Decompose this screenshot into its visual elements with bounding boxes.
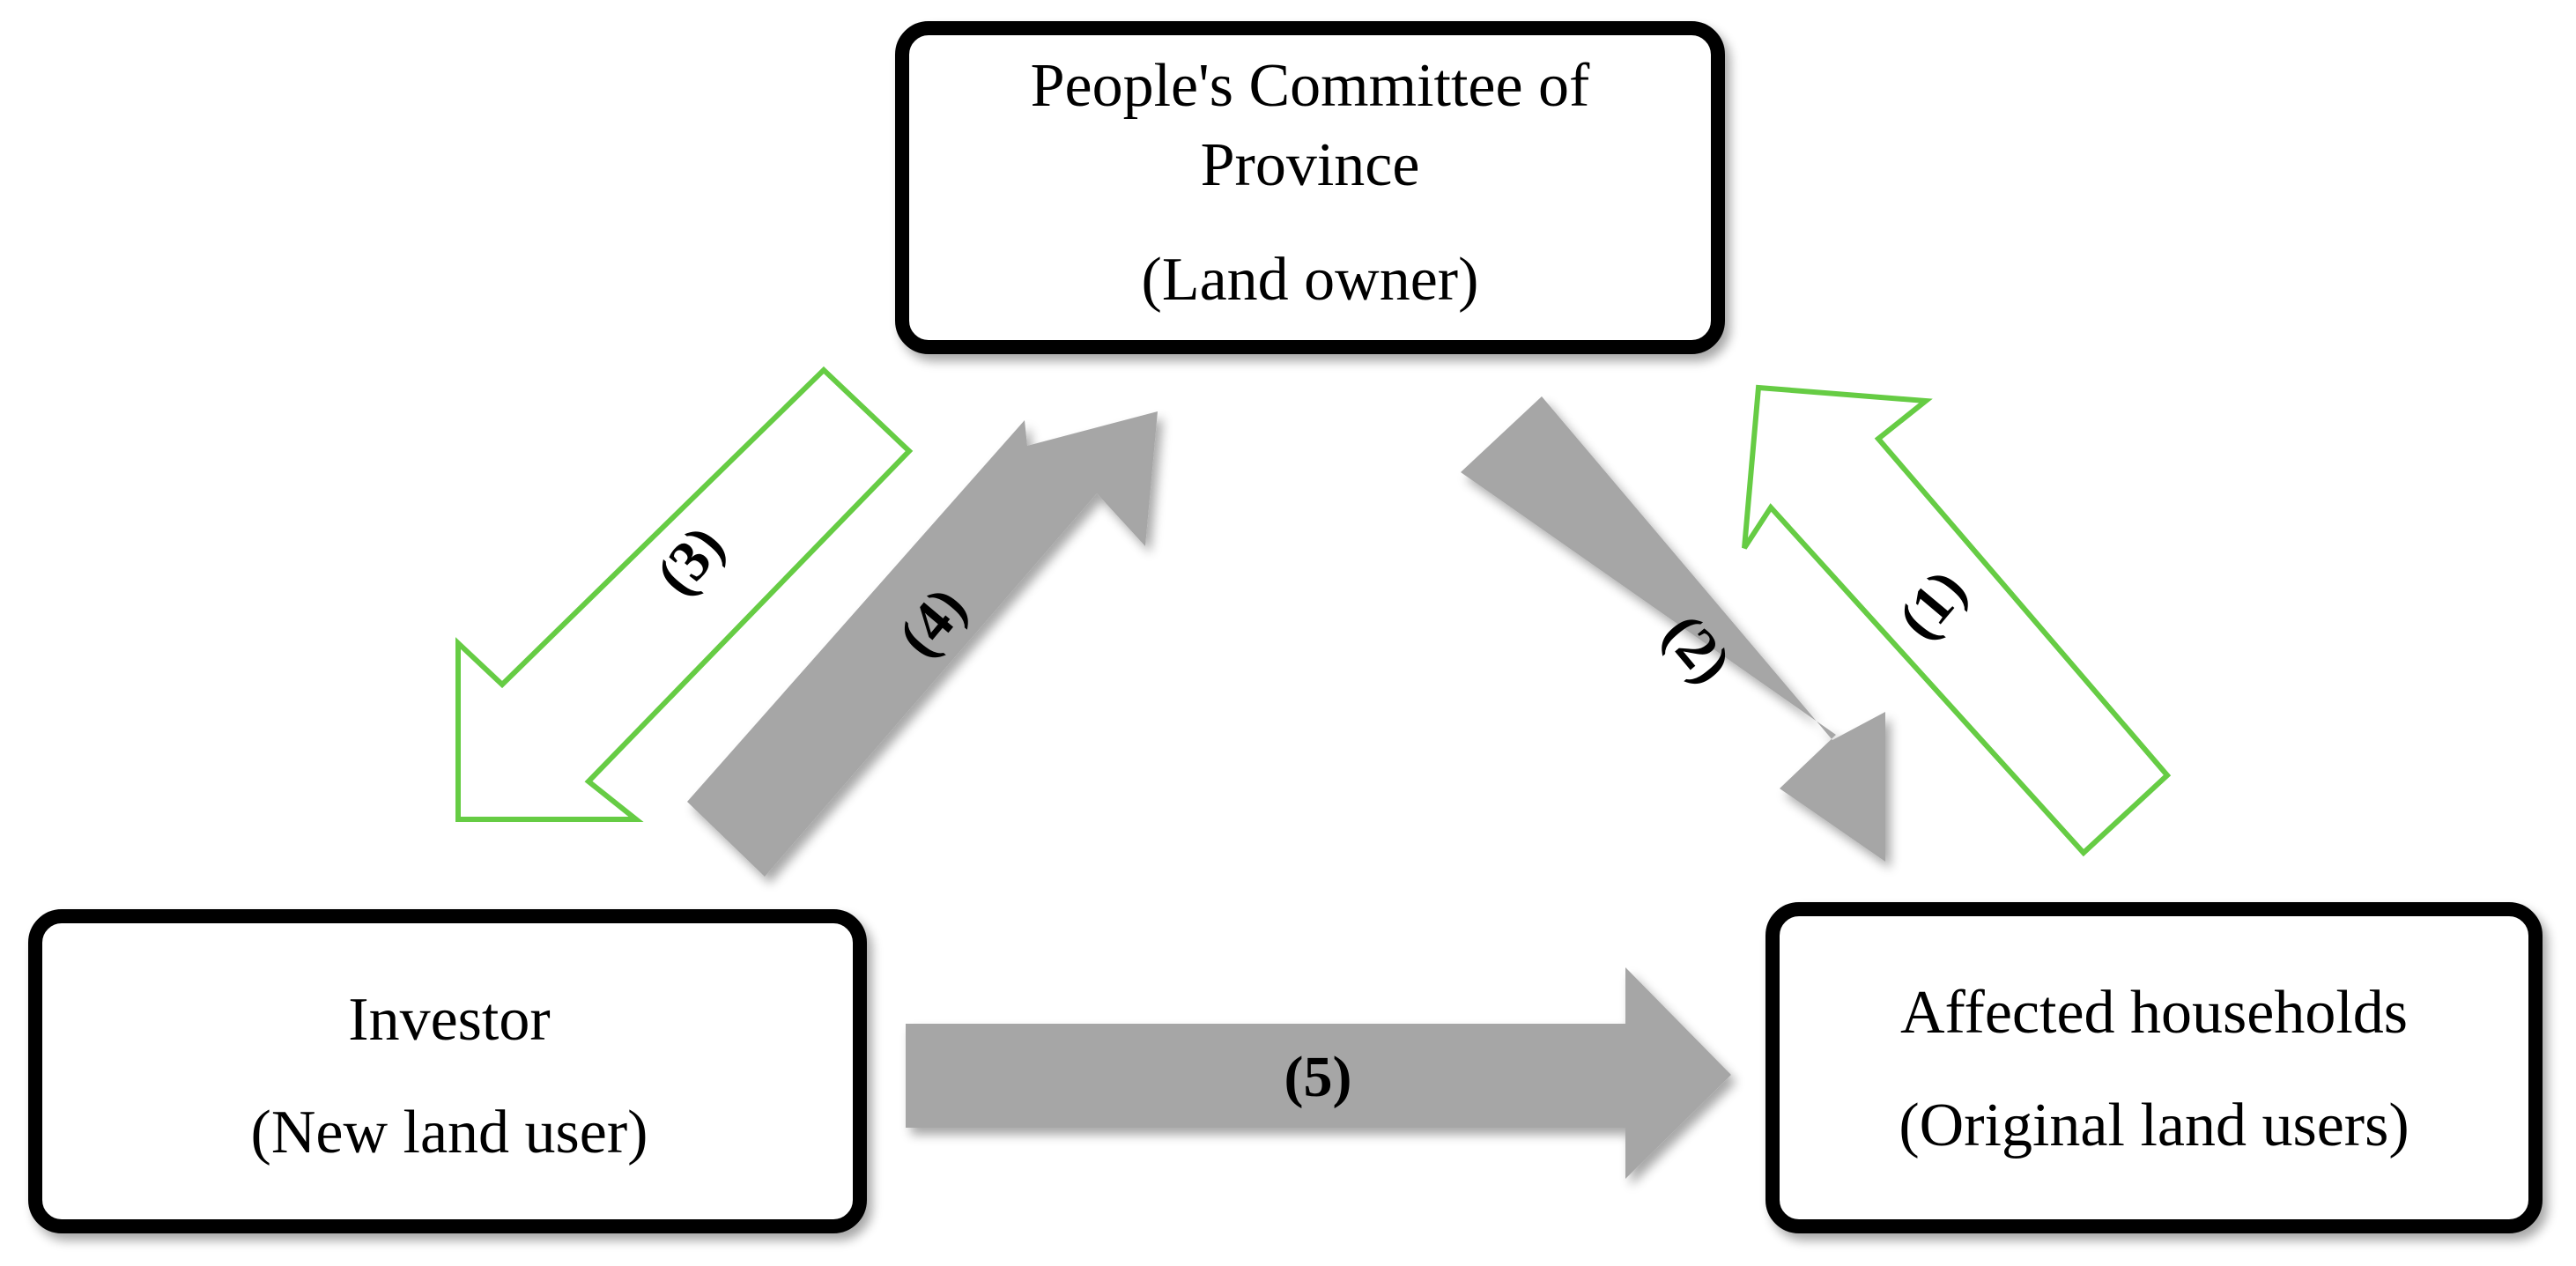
arrow-2-shape: [1461, 396, 1885, 862]
arrow-5-shape: [906, 967, 1731, 1179]
arrow-3-shape: [455, 366, 914, 822]
investor-title: Investor: [348, 986, 550, 1054]
households-role: (Original land users): [1899, 1092, 2409, 1159]
province-box: People's Committee of Province (Land own…: [895, 21, 1725, 354]
arrow-2-label: (2): [1651, 602, 1743, 695]
investor-role: (New land user): [251, 1099, 648, 1166]
investor-box: Investor (New land user): [28, 909, 867, 1233]
arrow-3: (3): [455, 366, 914, 822]
arrow-1: (1): [1742, 384, 2172, 857]
province-title-line2: Province: [1201, 131, 1420, 199]
households-box: Affected households (Original land users…: [1765, 902, 2543, 1233]
province-title-line1: People's Committee of: [1031, 52, 1590, 120]
arrow-5: (5): [906, 967, 1731, 1179]
households-title: Affected households: [1900, 979, 2408, 1047]
arrow-4-shape: [687, 411, 1158, 877]
arrow-1-shape: [1742, 384, 2172, 857]
province-role: (Land owner): [1142, 246, 1479, 314]
arrow-5-label: (5): [1284, 1045, 1352, 1109]
arrow-4: (4): [687, 411, 1158, 877]
